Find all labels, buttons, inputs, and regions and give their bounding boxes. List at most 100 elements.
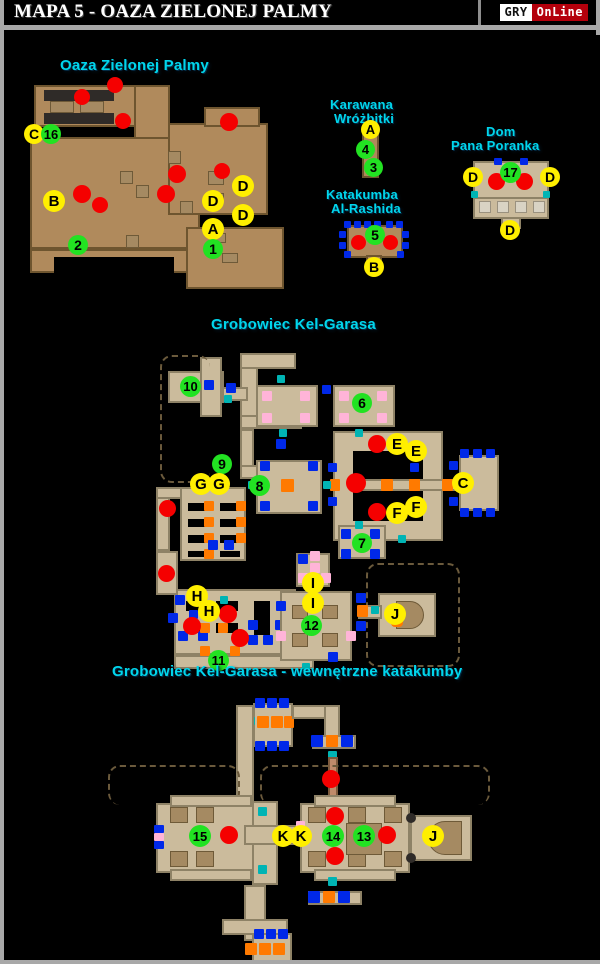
- map-marker-red: [168, 165, 186, 183]
- map-pin-label: 11: [211, 653, 226, 668]
- map-pin-17[interactable]: 17: [500, 162, 521, 183]
- map-marker-red: [383, 235, 398, 250]
- map-pin-C[interactable]: C: [24, 124, 44, 144]
- map-pin-5[interactable]: 5: [365, 225, 385, 245]
- map-pin-B[interactable]: B: [43, 190, 65, 212]
- page-header: MAPA 5 - OAZA ZIELONEJ PALMY GRY OnLine: [4, 0, 596, 30]
- map-pin-K[interactable]: K: [290, 825, 312, 847]
- map-pin-D[interactable]: D: [463, 167, 483, 187]
- map-pin-J[interactable]: J: [422, 825, 444, 847]
- map-pin-16[interactable]: 16: [41, 124, 61, 144]
- map-pin-label: 6: [358, 395, 366, 411]
- map-pin-4[interactable]: 4: [356, 140, 375, 159]
- map-canvas: Oaza Zielonej Palmy: [8, 35, 600, 960]
- map-pin-label: 15: [192, 828, 208, 844]
- map-pin-D[interactable]: D: [202, 190, 224, 212]
- map-pin-label: G: [213, 475, 225, 493]
- gry-online-logo[interactable]: GRY OnLine: [500, 4, 588, 21]
- map-marker-red: [220, 826, 238, 844]
- map-pin-I[interactable]: I: [302, 572, 324, 594]
- map-pin-label: D: [207, 192, 219, 210]
- map-marker-red: [74, 89, 90, 105]
- map-pin-2[interactable]: 2: [68, 235, 88, 255]
- map-pin-A[interactable]: A: [361, 120, 380, 139]
- map-pin-label: 8: [255, 477, 264, 494]
- map-marker-red: [368, 435, 386, 453]
- map-pin-8[interactable]: 8: [249, 475, 270, 496]
- map-pin-14[interactable]: 14: [322, 825, 344, 847]
- map-pin-J[interactable]: J: [384, 603, 406, 625]
- map-pin-10[interactable]: 10: [180, 376, 201, 397]
- map-marker-red: [219, 605, 237, 623]
- map-pin-9[interactable]: 9: [212, 454, 232, 474]
- map-pin-G[interactable]: G: [208, 473, 230, 495]
- section-title-dom-2: Pana Poranka: [451, 138, 540, 153]
- map-pin-label: D: [504, 222, 516, 238]
- section-title-grobowiec: Grobowiec Kel-Garasa: [211, 316, 376, 333]
- map-pin-A[interactable]: A: [202, 218, 224, 240]
- map-pin-label: B: [48, 192, 60, 210]
- map-pin-F[interactable]: F: [386, 502, 408, 524]
- map-marker-red: [92, 197, 108, 213]
- section-title-katakumba: Katakumba: [326, 187, 398, 202]
- map-pin-label: E: [391, 435, 402, 453]
- map-marker-red: [159, 500, 176, 517]
- map-marker-red: [158, 565, 175, 582]
- map-pin-label: D: [544, 169, 556, 185]
- map-marker-red: [322, 770, 340, 788]
- map-marker-red: [378, 826, 396, 844]
- map-pin-label: 10: [183, 379, 198, 394]
- map-pin-D[interactable]: D: [500, 220, 520, 240]
- map-pin-label: E: [410, 442, 421, 460]
- map-pin-G[interactable]: G: [190, 473, 212, 495]
- map-pin-D[interactable]: D: [232, 204, 254, 226]
- map-marker-red: [368, 503, 386, 521]
- map-pin-7[interactable]: 7: [352, 533, 372, 553]
- map-marker-red: [231, 629, 249, 647]
- map-pin-label: 12: [304, 618, 319, 633]
- section-title-katakumba-2: Al-Rashida: [331, 201, 401, 216]
- map-pin-E[interactable]: E: [386, 433, 408, 455]
- map-marker-red: [214, 163, 230, 179]
- map-pin-label: 5: [371, 227, 379, 243]
- map-pin-12[interactable]: 12: [301, 615, 322, 636]
- map-pin-label: 2: [74, 237, 82, 253]
- map-marker-red: [326, 807, 344, 825]
- map-pin-label: J: [428, 827, 438, 845]
- map-pin-label: 4: [361, 142, 370, 157]
- map-pin-label: F: [392, 504, 402, 522]
- map-pin-label: 1: [209, 241, 217, 257]
- logo-gry-text: GRY: [500, 4, 532, 21]
- map-pin-label: H: [203, 602, 215, 620]
- section-title-oaza: Oaza Zielonej Palmy: [60, 57, 209, 74]
- map-pin-label: A: [207, 220, 219, 238]
- map-pin-I[interactable]: I: [302, 592, 324, 614]
- section-title-dom: Dom: [486, 124, 516, 139]
- map-marker-red: [516, 173, 533, 190]
- map-pin-D[interactable]: D: [232, 175, 254, 197]
- map-pin-label: B: [368, 259, 380, 275]
- map-pin-H[interactable]: H: [198, 600, 220, 622]
- map-pin-label: 16: [43, 126, 59, 142]
- map-pin-13[interactable]: 13: [353, 825, 375, 847]
- map-pin-D[interactable]: D: [540, 167, 560, 187]
- map-pin-11[interactable]: 11: [208, 650, 229, 671]
- map-pin-1[interactable]: 1: [203, 239, 223, 259]
- map-pin-K[interactable]: K: [272, 825, 294, 847]
- map-marker-red: [157, 185, 175, 203]
- map-pin-label: 9: [218, 456, 226, 472]
- map-pin-C[interactable]: C: [452, 472, 474, 494]
- map-pin-6[interactable]: 6: [352, 393, 372, 413]
- map-pin-label: F: [411, 498, 421, 516]
- map-pin-label: C: [457, 474, 469, 492]
- map-pin-3[interactable]: 3: [364, 158, 383, 177]
- map-pin-label: 17: [503, 165, 518, 180]
- map-pin-label: K: [295, 827, 307, 845]
- header-divider: [478, 0, 481, 25]
- map-pin-label: 3: [369, 160, 378, 175]
- map-pin-B[interactable]: B: [364, 257, 384, 277]
- map-pin-F[interactable]: F: [405, 496, 427, 518]
- map-pin-15[interactable]: 15: [189, 825, 211, 847]
- map-pin-E[interactable]: E: [405, 440, 427, 462]
